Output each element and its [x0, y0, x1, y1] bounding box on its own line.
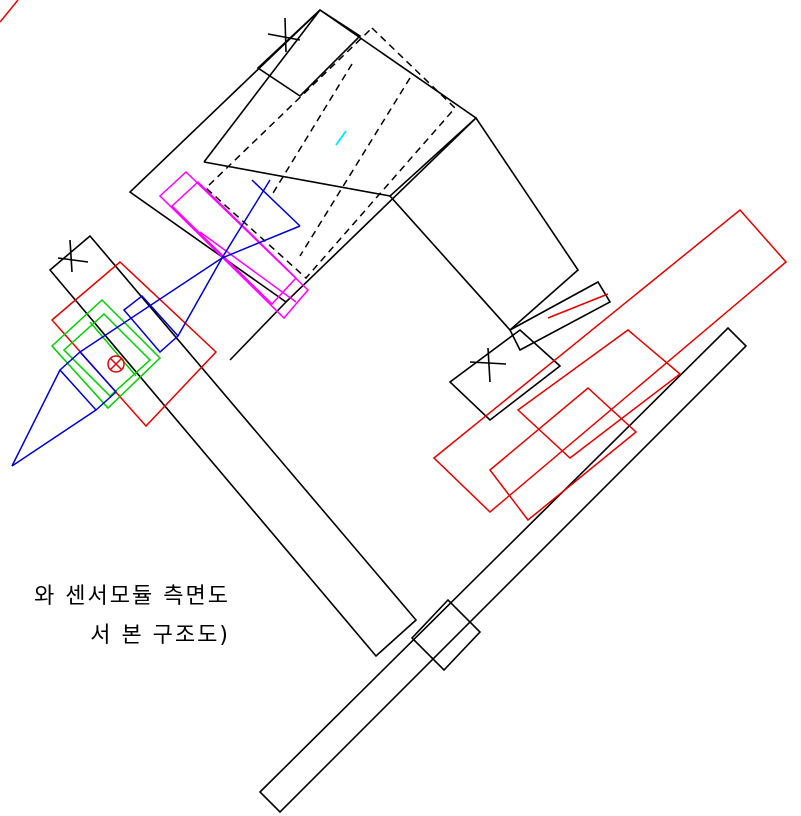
upper-housing [128, 8, 580, 332]
optical-path [11, 179, 301, 467]
base-plate [258, 326, 748, 814]
inner-cylinder-dashed [204, 26, 457, 280]
sensor-boards [432, 208, 788, 522]
lens-group [50, 298, 162, 410]
left-tube [48, 234, 418, 658]
caption-line-1-clip: 와 센서모듈 측면도 [0, 578, 230, 614]
caption-line-2: 서 본 구조도) [90, 623, 230, 648]
right-bracket [229, 280, 612, 422]
corner-fragment [0, 0, 19, 23]
mount-plate [158, 170, 310, 320]
caption-line-2-clip: 서 본 구조도) [0, 617, 230, 653]
center-target-icon [107, 355, 125, 373]
caption-line-1: 와 센서모듈 측면도 [34, 584, 230, 609]
